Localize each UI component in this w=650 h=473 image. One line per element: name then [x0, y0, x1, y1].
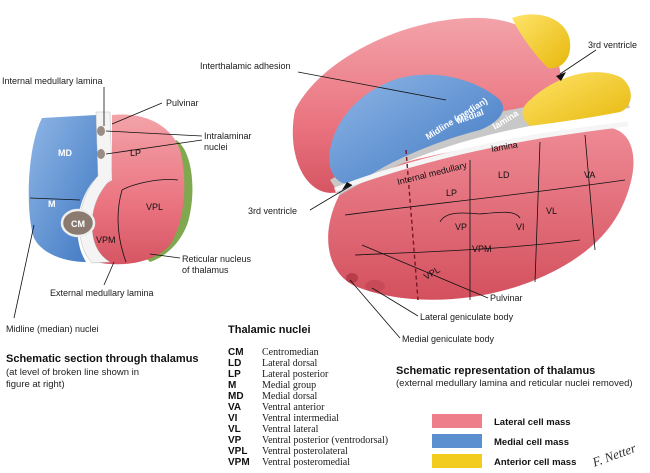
nucleus-name: Ventral lateral — [262, 424, 319, 435]
surface-label-lamina-mid: lamina — [491, 140, 519, 154]
nucleus-name: Ventral posterior (ventrodorsal) — [262, 435, 388, 446]
right-caption-sub: (external medullary lamina and reticular… — [396, 378, 633, 389]
surface-label-ld: LD — [498, 170, 510, 180]
legend-label: Lateral cell mass — [494, 417, 571, 428]
nucleus-name: Lateral dorsal — [262, 358, 317, 369]
lateral-geniculate-nub — [365, 280, 385, 292]
label-reticular-2: of thalamus — [182, 265, 229, 275]
right-leader-lines — [297, 49, 597, 339]
nucleus-name: Ventral intermedial — [262, 413, 339, 424]
left-caption-line-2: figure at right) — [6, 379, 65, 390]
label-intralaminar-1: Intralaminar — [204, 131, 252, 141]
region-label-m: M — [48, 199, 56, 209]
nucleus-abbr: VPM — [228, 457, 250, 468]
region-label-cm: CM — [71, 219, 85, 229]
label-pulvinar-left: Pulvinar — [166, 98, 199, 108]
section-divider-2 — [117, 189, 127, 263]
left-caption-line-1: (at level of broken line shown in — [6, 367, 139, 378]
surface-label-vp: VP — [455, 222, 467, 232]
near-divider-5 — [584, 134, 596, 251]
label-3rd-ventricle-top: 3rd ventricle — [588, 40, 637, 50]
surface-label-vi: VI — [516, 222, 525, 232]
arrow-3rd-ventricle-left — [342, 182, 352, 190]
legend-swatch — [432, 414, 482, 428]
label-lateral-geniculate: Lateral geniculate body — [420, 312, 514, 322]
label-reticular-1: Reticular nucleus — [182, 254, 252, 264]
label-interthalamic-adhesion: Interthalamic adhesion — [200, 61, 291, 71]
cross-section: MD LP M CM VPL VPM — [28, 111, 193, 265]
surface-label-vpm: VPM — [472, 244, 492, 254]
nucleus-abbr: VPL — [228, 446, 247, 457]
section-divider-3 — [29, 197, 81, 201]
section-divider-1 — [121, 179, 179, 191]
signature: F. Netter — [589, 440, 638, 470]
label-medial-geniculate: Medial geniculate body — [402, 334, 495, 344]
nucleus-name: Ventral posteromedial — [262, 457, 350, 468]
lateral-mass-region — [82, 114, 185, 265]
region-label-md: MD — [58, 148, 72, 158]
label-internal-medullary-lamina: Internal medullary lamina — [2, 76, 103, 86]
nucleus-name: Centromedian — [262, 347, 319, 358]
reticular-nucleus-region — [144, 140, 193, 262]
nucleus-abbr: VA — [228, 402, 241, 413]
legend-swatch — [432, 454, 482, 468]
region-label-lp: LP — [130, 148, 141, 158]
near-divider-4 — [534, 141, 541, 283]
near-anterior-mass — [522, 72, 631, 126]
nucleus-abbr: CM — [228, 347, 244, 358]
surface-label-lp: LP — [446, 188, 457, 198]
nucleus-name: Ventral posterolateral — [262, 446, 348, 457]
vp-bracket — [439, 211, 521, 223]
cm-nucleus — [60, 208, 96, 238]
medial-mass-region — [28, 115, 99, 262]
thalamus-3d: Midline (median) Medial lamina Internal … — [292, 14, 634, 301]
nucleus-name: Ventral anterior — [262, 402, 325, 413]
nucleus-abbr: VL — [228, 424, 241, 435]
label-3rd-ventricle-left: 3rd ventricle — [248, 206, 297, 216]
intralaminar-oval-1 — [97, 126, 105, 136]
legend-label: Medial cell mass — [494, 437, 569, 448]
medial-geniculate-nub — [346, 273, 358, 283]
nucleus-abbr: VI — [228, 413, 238, 424]
nucleus-name: Lateral posterior — [262, 369, 329, 380]
far-anterior-mass — [512, 14, 571, 69]
right-caption-title: Schematic representation of thalamus — [396, 365, 595, 377]
nuclei-table-title: Thalamic nuclei — [228, 324, 311, 336]
internal-lamina-line — [334, 121, 629, 193]
medial-mass-3d — [329, 74, 504, 185]
surface-label-va: VA — [584, 170, 595, 180]
nucleus-name: Medial dorsal — [262, 391, 317, 402]
label-pulvinar-right: Pulvinar — [490, 293, 523, 303]
left-leader-lines — [13, 87, 203, 319]
legend-swatch — [432, 434, 482, 448]
surface-label-vl: VL — [546, 206, 557, 216]
arrow-3rd-ventricle-top — [556, 72, 566, 81]
near-divider-2 — [354, 239, 581, 256]
near-divider-1 — [344, 179, 626, 216]
label-midline-nuclei: Midline (median) nuclei — [6, 324, 99, 334]
region-label-vpm: VPM — [96, 235, 116, 245]
nucleus-abbr: M — [228, 380, 236, 391]
label-intralaminar-2: nuclei — [204, 142, 228, 152]
nucleus-abbr: LP — [228, 369, 241, 380]
region-label-vpl: VPL — [146, 202, 163, 212]
intralaminar-oval-2 — [97, 149, 105, 159]
label-external-medullary-lamina: External medullary lamina — [50, 288, 154, 298]
nucleus-abbr: LD — [228, 358, 241, 369]
nucleus-abbr: VP — [228, 435, 242, 446]
nucleus-name: Medial group — [262, 380, 316, 391]
legend-label: Anterior cell mass — [494, 457, 576, 468]
nucleus-abbr: MD — [228, 391, 244, 402]
left-caption-title: Schematic section through thalamus — [6, 353, 199, 365]
